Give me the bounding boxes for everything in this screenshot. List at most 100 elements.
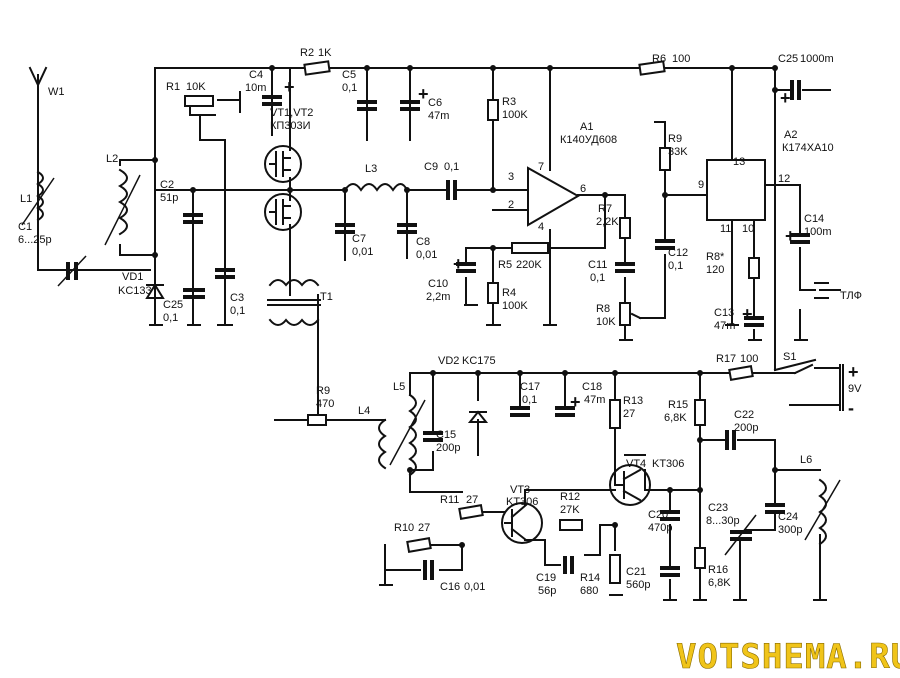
resistor-r7 [619, 217, 631, 239]
label-battery-minus: - [848, 398, 854, 418]
label-c4-value: 10m [245, 82, 266, 94]
switch-s1 [793, 363, 814, 375]
label-c7: C7 [352, 233, 366, 245]
semiconductors [145, 145, 766, 544]
label-c8-value: 0,01 [416, 249, 437, 261]
label-r14-value: 680 [580, 585, 598, 597]
label-r8-star-value: 120 [706, 264, 724, 276]
inductor-l4 [378, 418, 387, 470]
label-c13: C13 [714, 307, 734, 319]
label-c10: C10 [428, 278, 448, 290]
label-a1-pin2: 2 [508, 199, 514, 211]
inductor-l6 [818, 478, 827, 546]
label-r16: R16 [708, 564, 728, 576]
resistor-r9-470 [307, 414, 327, 426]
resistor-r5 [511, 242, 549, 254]
label-a1-pin7: 7 [538, 161, 544, 173]
label-r9-33k-value: 33K [668, 146, 688, 158]
label-c5: C5 [342, 69, 356, 81]
label-a2-pin13: 13 [733, 156, 745, 168]
label-c3: C3 [230, 292, 244, 304]
label-c24: C24 [778, 511, 798, 523]
plus-c10: + [453, 254, 464, 274]
label-c20-value: 470p [648, 522, 672, 534]
label-vt4-value: KT306 [652, 458, 684, 470]
plus-c6: + [418, 84, 429, 104]
label-c3-value: 0,1 [230, 305, 245, 317]
label-l2: L2 [106, 153, 118, 165]
label-tlf: ТЛФ [840, 290, 862, 302]
label-c10-value: 2,2m [426, 291, 450, 303]
label-c25-big: C25 [778, 53, 798, 65]
label-l5: L5 [393, 381, 405, 393]
label-vd2: VD2 [438, 355, 459, 367]
label-l4: L4 [358, 405, 370, 417]
label-c12: C12 [668, 247, 688, 259]
label-c11: C11 [588, 259, 607, 271]
resistor-r1 [184, 95, 214, 107]
resistor-r3 [487, 99, 499, 121]
label-l6: L6 [800, 454, 812, 466]
plus-c4: + [284, 77, 295, 97]
resistor-r8 [619, 302, 631, 326]
label-r3: R3 [502, 96, 516, 108]
misc-symbols [28, 66, 844, 601]
label-c24-value: 300p [778, 524, 802, 536]
label-c2-value: 51p [160, 192, 178, 204]
resistor-r14 [609, 554, 621, 584]
junctions [152, 65, 778, 548]
diode-vd2 [467, 410, 489, 423]
label-a1-pin4: 4 [538, 221, 544, 233]
label-vd2-value: KC175 [462, 355, 496, 367]
label-r16-value: 6,8K [708, 577, 731, 589]
label-c7-value: 0,01 [352, 246, 373, 258]
label-c1-value: 6...25p [18, 234, 52, 246]
label-c6-value: 47m [428, 110, 449, 122]
label-r12: R12 [560, 491, 580, 503]
resistor-r9-33k [659, 147, 671, 171]
label-battery: 9V [848, 383, 862, 395]
label-s1: S1 [783, 351, 796, 363]
diode-vd1 [145, 281, 165, 301]
plus-c13: + [742, 304, 753, 324]
label-r12-value: 27K [560, 504, 580, 516]
label-c2: C2 [160, 179, 174, 191]
label-r5: R5 [498, 259, 512, 271]
resistor-r12 [559, 519, 583, 531]
label-c23: C23 [708, 502, 728, 514]
label-r4-value: 100K [502, 300, 528, 312]
label-r11-value: 27 [466, 494, 478, 506]
label-r9-33k: R9 [668, 133, 682, 145]
label-r10-value: 27 [418, 522, 430, 534]
plus-c25: + [780, 88, 791, 108]
label-c19: C19 [536, 572, 556, 584]
label-c22-value: 200p [734, 422, 758, 434]
label-c16: C16 [440, 581, 460, 593]
label-battery-plus: + [848, 362, 859, 382]
label-c9-value: 0,1 [444, 161, 459, 173]
label-r13-value: 27 [623, 408, 635, 420]
label-c22: C22 [734, 409, 754, 421]
label-r17: R17 [716, 353, 736, 365]
label-c15: C15 [436, 429, 456, 441]
label-vt3-value: KT306 [506, 496, 538, 508]
label-c16-value: 0,01 [464, 581, 485, 593]
label-vt1-vt2-value: КП303И [270, 120, 311, 132]
wiring [37, 67, 841, 601]
opamp-a1 [527, 166, 581, 227]
inductors [21, 168, 841, 546]
label-c21-value: 560p [626, 579, 650, 591]
label-c25-small-value: 0,1 [163, 312, 178, 324]
capacitors [57, 80, 810, 580]
label-c12-value: 0,1 [668, 260, 683, 272]
label-c18: C18 [582, 381, 602, 393]
label-r2: R2 [300, 47, 314, 59]
inductor-l2 [117, 168, 128, 236]
inductor-l5 [408, 393, 417, 477]
label-c20: C20 [648, 509, 668, 521]
label-a2: A2 [784, 129, 797, 141]
label-a1-value: К140УД608 [560, 134, 617, 146]
label-r7: R7 [598, 203, 612, 215]
plus-c14: + [785, 226, 796, 246]
label-c25-small: C25 [163, 299, 183, 311]
